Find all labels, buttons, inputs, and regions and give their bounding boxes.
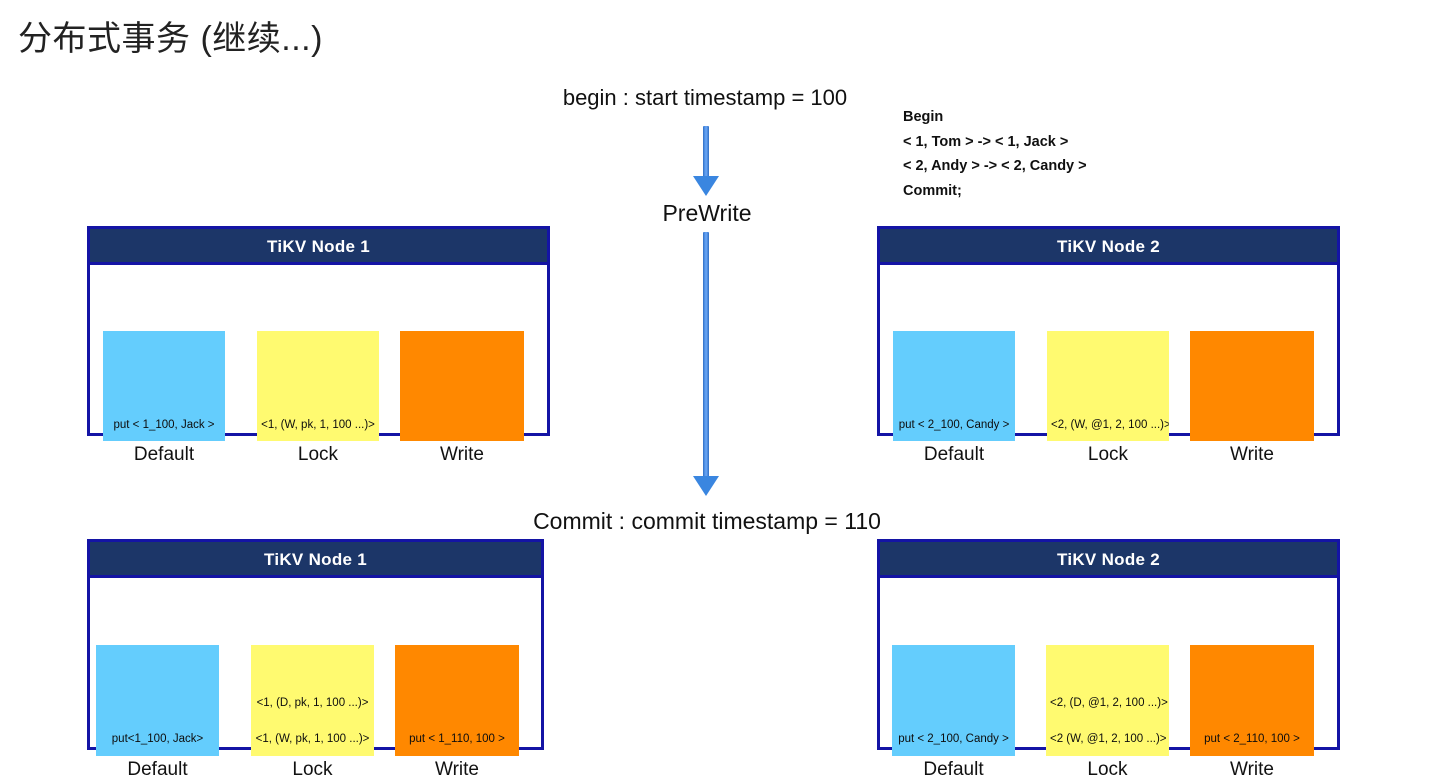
- node-body: put < 2_100, Candy > Default <2, (W, @1,…: [880, 265, 1337, 465]
- column-family-default: put<1_100, Jack> Default: [96, 645, 219, 782]
- cf-entry: <2, (W, @1, 2, 100 ...)>: [1051, 419, 1169, 431]
- cf-label-write: Write: [1230, 444, 1274, 465]
- write-cf-box: [400, 331, 524, 441]
- cf-label-default: Default: [923, 759, 984, 780]
- cf-entry: put < 2_110, 100 >: [1204, 733, 1300, 745]
- cf-label-default: Default: [133, 444, 195, 465]
- cf-label-write: Write: [435, 759, 479, 780]
- lock-cf-entries: <2, (D, @1, 2, 100 ...)> <2 (W, @1, 2, 1…: [1046, 696, 1169, 746]
- transaction-code-block: Begin < 1, Tom > -> < 1, Jack > < 2, And…: [903, 105, 1087, 203]
- commit-timestamp-label: Commit : commit timestamp = 110: [533, 508, 881, 534]
- write-cf-box: [1190, 331, 1314, 441]
- code-line: < 1, Tom > -> < 1, Jack >: [903, 133, 1069, 150]
- begin-timestamp-text: begin : start timestamp = 100: [562, 85, 848, 110]
- node-title: TiKV Node 1: [90, 542, 541, 578]
- tikv-node-1-commit-panel: TiKV Node 1 put<1_100, Jack> Default <1,…: [87, 539, 544, 780]
- cf-label-lock: Lock: [1087, 444, 1129, 465]
- tikv-node-1-prewrite-panel: TiKV Node 1 put < 1_100, Jack > Default …: [87, 226, 550, 465]
- default-cf-box: put<1_100, Jack>: [96, 645, 219, 756]
- lock-cf-entries: <1, (W, pk, 1, 100 ...)>: [257, 418, 379, 432]
- lock-cf-box: <1, (W, pk, 1, 100 ...)>: [257, 331, 379, 441]
- default-cf-entries: put < 2_100, Candy >: [893, 418, 1015, 432]
- cf-entry: <2, (D, @1, 2, 100 ...)>: [1050, 697, 1168, 709]
- column-family-default: put < 1_100, Jack > Default: [103, 331, 225, 467]
- cf-entry: <1, (W, pk, 1, 100 ...)>: [261, 419, 375, 431]
- column-family-write: Write: [400, 331, 524, 467]
- node-title: TiKV Node 2: [880, 229, 1337, 265]
- tikv-node-2-prewrite-panel: TiKV Node 2 put < 2_100, Candy > Default…: [877, 226, 1340, 465]
- cf-label-lock: Lock: [297, 444, 339, 465]
- cf-label-lock: Lock: [1087, 759, 1128, 780]
- column-family-lock: <2, (D, @1, 2, 100 ...)> <2 (W, @1, 2, 1…: [1046, 645, 1169, 782]
- node-body: put < 1_100, Jack > Default <1, (W, pk, …: [90, 265, 547, 465]
- cf-entry: <1, (D, pk, 1, 100 ...)>: [256, 697, 369, 709]
- node-body: put<1_100, Jack> Default <1, (D, pk, 1, …: [90, 578, 541, 780]
- column-family-lock: <1, (W, pk, 1, 100 ...)> Lock: [257, 331, 379, 467]
- column-family-write: put < 2_110, 100 > Write: [1190, 645, 1314, 782]
- node-title: TiKV Node 2: [880, 542, 1337, 578]
- cf-label-write: Write: [440, 444, 484, 465]
- commit-arrow-icon: [689, 232, 723, 498]
- column-family-lock: <2, (W, @1, 2, 100 ...)> Lock: [1047, 331, 1169, 467]
- column-family-default: put < 2_100, Candy > Default: [893, 331, 1015, 467]
- tikv-node-2-commit-panel: TiKV Node 2 put < 2_100, Candy > Default…: [877, 539, 1340, 780]
- code-line: Begin: [903, 109, 944, 125]
- write-cf-box: put < 2_110, 100 >: [1190, 645, 1314, 756]
- cf-entry: put < 2_100, Candy >: [898, 419, 1010, 431]
- default-cf-entries: put < 1_100, Jack >: [103, 418, 225, 432]
- page-title: 分布式事务 (继续...): [18, 20, 323, 58]
- node-title: TiKV Node 1: [90, 229, 547, 265]
- column-family-default: put < 2_100, Candy > Default: [892, 645, 1015, 782]
- column-family-write: Write: [1190, 331, 1314, 467]
- arrow-head: [693, 476, 719, 496]
- prewrite-arrow-icon: [689, 126, 723, 196]
- default-cf-entries: put<1_100, Jack>: [96, 732, 219, 746]
- write-cf-entries: put < 2_110, 100 >: [1190, 684, 1314, 746]
- column-family-lock: <1, (D, pk, 1, 100 ...)> <1, (W, pk, 1, …: [251, 645, 374, 782]
- default-cf-entries: put < 2_100, Candy >: [892, 732, 1015, 746]
- column-family-write: put < 1_110, 100 > Write: [395, 645, 519, 782]
- cf-entry: put<1_100, Jack>: [111, 733, 204, 745]
- lock-cf-entries: <1, (D, pk, 1, 100 ...)> <1, (W, pk, 1, …: [251, 696, 374, 746]
- cf-entry: <2 (W, @1, 2, 100 ...)>: [1050, 733, 1167, 745]
- node-body: put < 2_100, Candy > Default <2, (D, @1,…: [880, 578, 1337, 780]
- arrow-shaft: [703, 232, 709, 478]
- default-cf-box: put < 2_100, Candy >: [892, 645, 1015, 756]
- cf-entry: put < 2_100, Candy >: [898, 733, 1009, 745]
- cf-label-default: Default: [127, 759, 188, 780]
- default-cf-box: put < 2_100, Candy >: [893, 331, 1015, 441]
- cf-label-default: Default: [923, 444, 985, 465]
- write-cf-entries: put < 1_110, 100 >: [395, 684, 519, 746]
- lock-cf-box: <1, (D, pk, 1, 100 ...)> <1, (W, pk, 1, …: [251, 645, 374, 756]
- lock-cf-entries: <2, (W, @1, 2, 100 ...)>: [1047, 418, 1169, 432]
- lock-cf-box: <2, (W, @1, 2, 100 ...)>: [1047, 331, 1169, 441]
- cf-label-lock: Lock: [292, 759, 333, 780]
- cf-entry: put < 1_100, Jack >: [113, 419, 215, 431]
- cf-entry: <1, (W, pk, 1, 100 ...)>: [255, 733, 370, 745]
- default-cf-box: put < 1_100, Jack >: [103, 331, 225, 441]
- code-line: Commit;: [903, 182, 962, 199]
- cf-label-write: Write: [1230, 759, 1274, 780]
- begin-timestamp-label: begin : start timestamp = 100: [0, 85, 1410, 111]
- prewrite-stage-label: PreWrite: [662, 200, 752, 226]
- lock-cf-box: <2, (D, @1, 2, 100 ...)> <2 (W, @1, 2, 1…: [1046, 645, 1169, 756]
- arrow-head: [693, 176, 719, 196]
- write-cf-box: put < 1_110, 100 >: [395, 645, 519, 756]
- arrow-shaft: [703, 126, 709, 178]
- code-line: < 2, Andy > -> < 2, Candy >: [903, 158, 1087, 174]
- cf-entry: put < 1_110, 100 >: [409, 733, 505, 745]
